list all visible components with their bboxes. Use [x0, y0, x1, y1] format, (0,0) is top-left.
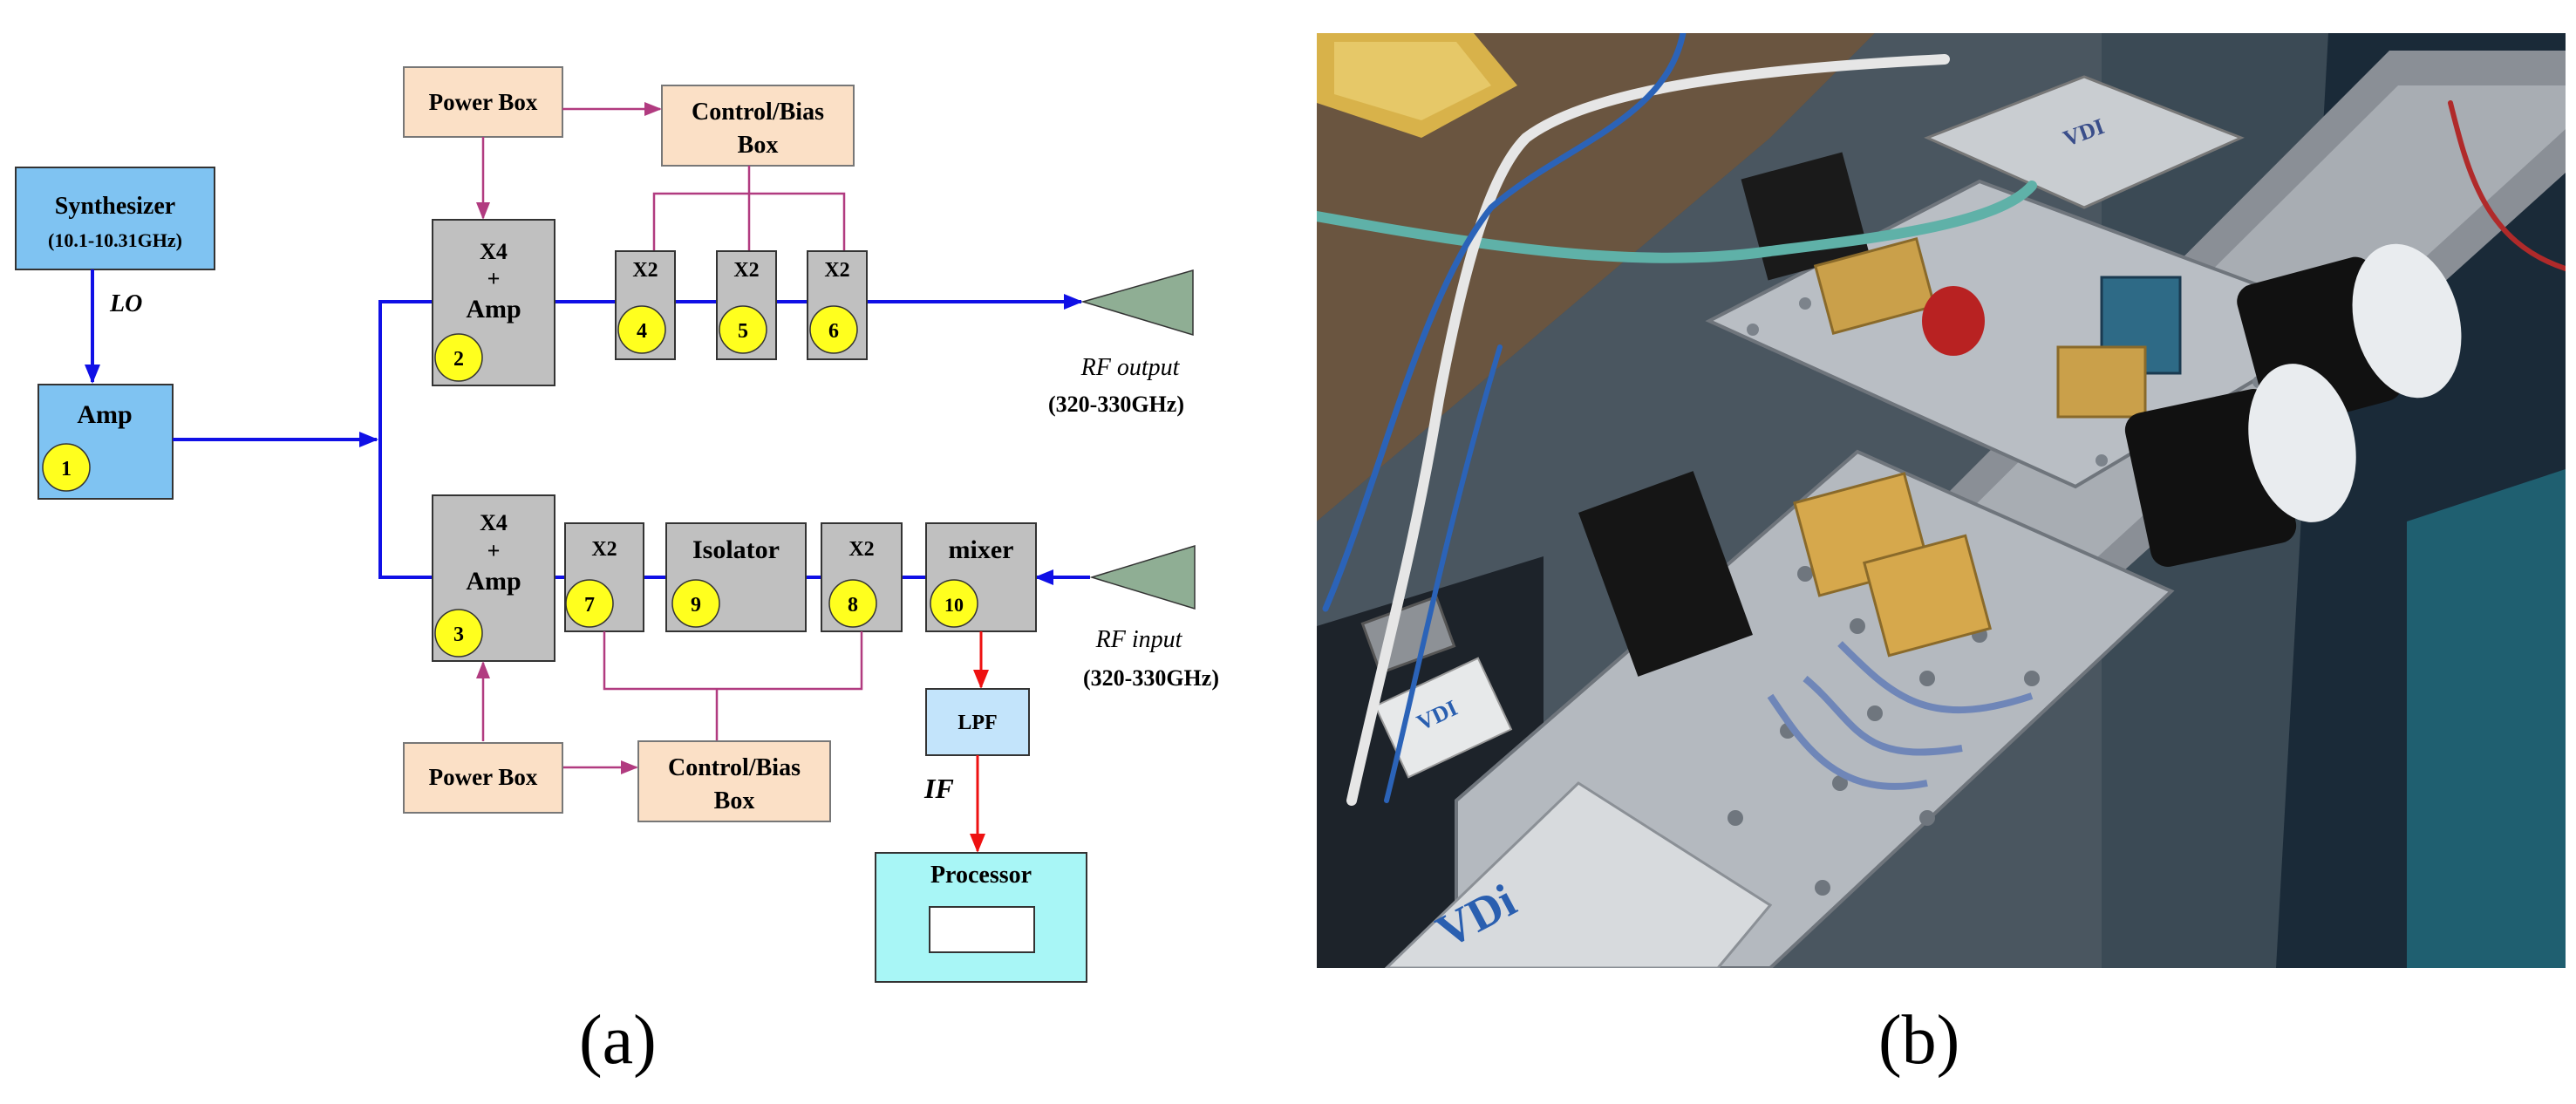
x2-label-7: X2: [591, 538, 617, 561]
svg-text:3: 3: [453, 624, 464, 646]
x4-amp-bottom-line2: +: [487, 538, 501, 563]
control-bias-top-line2: Box: [738, 132, 779, 159]
control-lines-bottom: [476, 631, 863, 774]
badge-9: 9: [671, 579, 720, 628]
processor-screen: [929, 906, 1035, 953]
x4-amp-top-line1: X4: [480, 239, 508, 264]
power-box-bottom-label: Power Box: [429, 764, 538, 790]
power-box-top: Power Box: [403, 66, 563, 138]
mixer-label: mixer: [949, 535, 1014, 564]
caption-b: (b): [1878, 1002, 1960, 1079]
x2-label-5: X2: [733, 259, 759, 282]
x4-amp-bottom-line3: Amp: [466, 567, 521, 596]
synthesizer-range: (10.1-10.31GHz): [48, 229, 182, 251]
badge-8: 8: [828, 579, 877, 628]
svg-text:4: 4: [637, 320, 647, 343]
badge-5: 5: [719, 305, 767, 354]
rx-horn-icon: [1089, 544, 1196, 610]
synthesizer-block: Synthesizer (10.1-10.31GHz): [15, 167, 215, 270]
power-box-top-label: Power Box: [429, 89, 538, 115]
rf-output-range: (320-330GHz): [1048, 392, 1184, 417]
x4-amp-bottom-line1: X4: [480, 510, 508, 535]
x2-label-6: X2: [824, 259, 849, 282]
badge-7: 7: [565, 579, 614, 628]
badge-2: 2: [434, 333, 483, 382]
synthesizer-title: Synthesizer: [55, 193, 175, 220]
svg-text:2: 2: [453, 348, 464, 371]
badge-6: 6: [809, 305, 858, 354]
svg-text:6: 6: [828, 320, 839, 343]
x4-amp-top-line3: Amp: [466, 295, 521, 324]
processor-block: Processor: [875, 852, 1087, 983]
if-label: IF: [923, 773, 954, 804]
svg-text:10: 10: [944, 594, 964, 616]
x4-amp-top-line2: +: [487, 266, 501, 291]
rf-input-range: (320-330GHz): [1083, 665, 1219, 691]
control-bias-top: Control/Bias Box: [661, 85, 855, 167]
signal-lines: [173, 294, 1090, 585]
processor-label: Processor: [930, 862, 1032, 889]
rf-input-label: RF input: [1095, 626, 1183, 653]
antenna-bottom-icon: [2124, 364, 2356, 567]
control-bias-bottom-line1: Control/Bias: [668, 754, 801, 781]
isolator-block: Isolator: [665, 522, 807, 632]
caption-a: (a): [579, 1002, 657, 1079]
tx-horn-icon: [1080, 269, 1194, 337]
badge-1: 1: [42, 443, 91, 492]
x2-label-8: X2: [848, 538, 874, 561]
amp-label: Amp: [77, 400, 132, 429]
isolator-label: Isolator: [692, 535, 780, 564]
power-box-bottom: Power Box: [403, 742, 563, 814]
svg-text:5: 5: [738, 320, 748, 343]
badge-3: 3: [434, 609, 483, 658]
badge-4: 4: [617, 305, 666, 354]
svg-text:1: 1: [61, 458, 72, 480]
block-diagram: Synthesizer (10.1-10.31GHz) LO Amp Power…: [15, 66, 1219, 983]
lo-label: LO: [109, 290, 142, 317]
badge-10: 10: [930, 579, 978, 628]
control-bias-bottom-line2: Box: [714, 787, 755, 814]
lpf-block: LPF: [925, 688, 1030, 756]
control-bias-top-line1: Control/Bias: [692, 99, 824, 126]
rf-output-label: RF output: [1080, 354, 1181, 381]
lpf-label: LPF: [957, 712, 997, 734]
svg-text:9: 9: [691, 594, 701, 617]
svg-text:8: 8: [848, 594, 858, 617]
svg-text:7: 7: [584, 594, 595, 617]
hardware-photo: VDI VDi VDI: [1317, 33, 2566, 968]
badges: 1 2 3 4 5 6 7 9 8 10: [42, 305, 978, 658]
control-bias-bottom: Control/Bias Box: [637, 740, 831, 822]
control-lines-top: [476, 102, 846, 251]
x2-label-4: X2: [632, 259, 658, 282]
